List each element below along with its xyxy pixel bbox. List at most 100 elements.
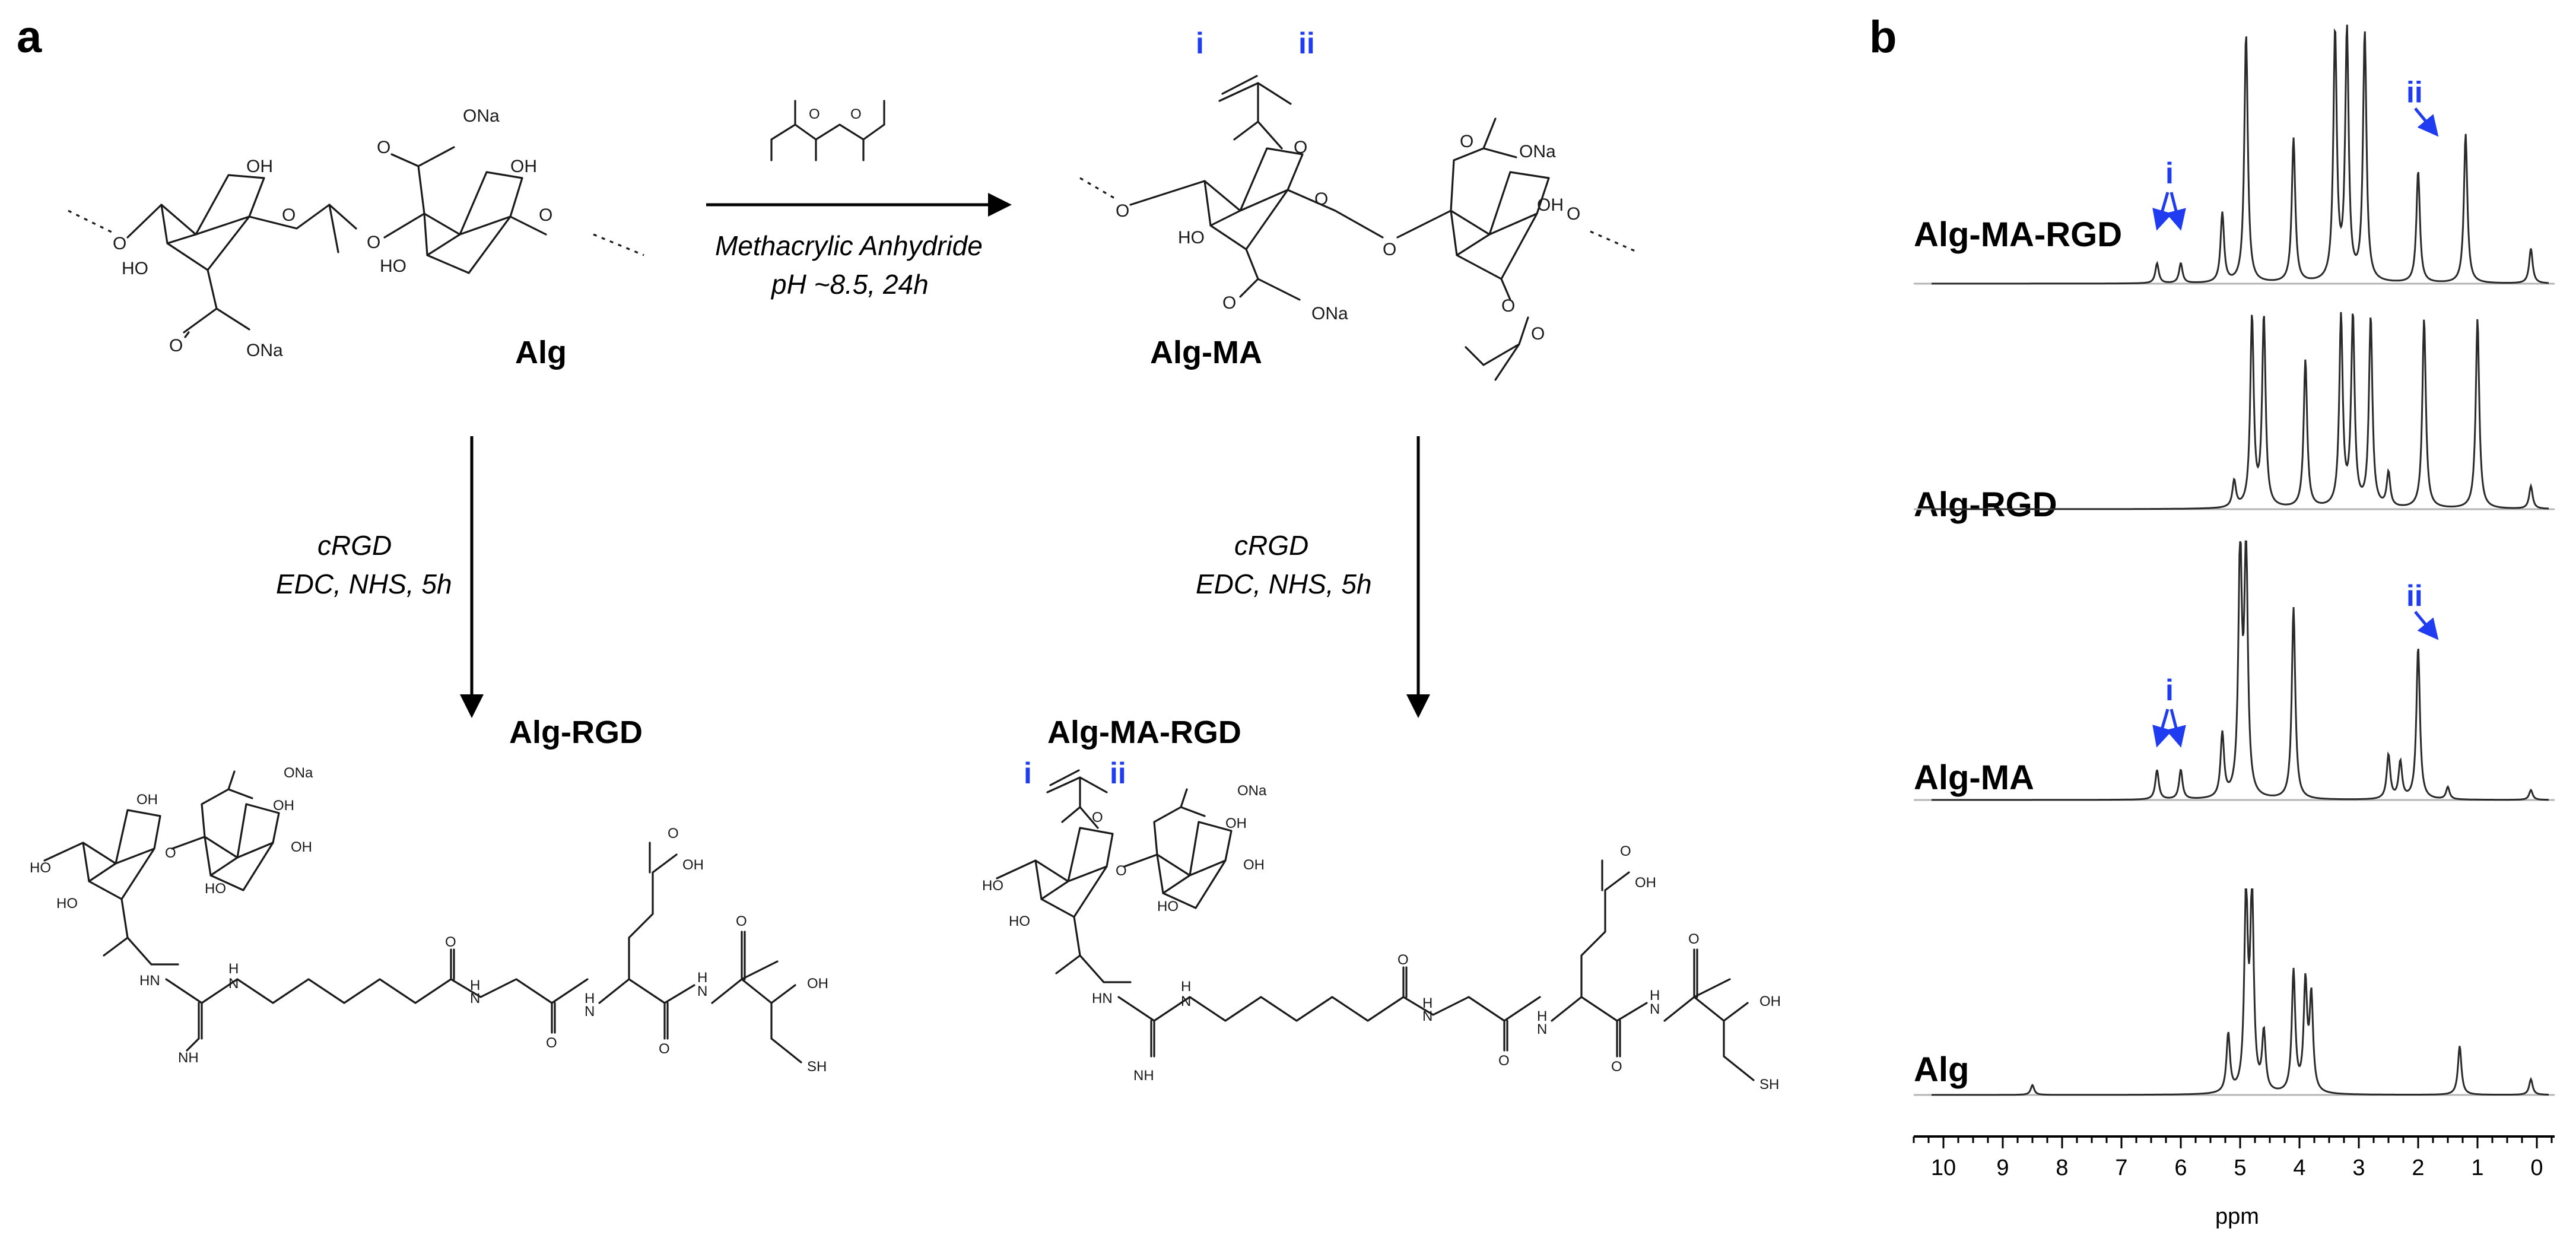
svg-text:N: N (1650, 1001, 1660, 1017)
condition-3-line-2: EDC, NHS, 5h (1196, 569, 1372, 599)
reagent-structure: O O (770, 100, 885, 161)
svg-text:OH: OH (291, 839, 312, 855)
spectrum-label: Alg (1914, 1050, 1969, 1089)
svg-text:O: O (1498, 1053, 1510, 1069)
peak-i-label-structure: i (1196, 27, 1204, 60)
svg-text:HO: HO (380, 256, 406, 276)
condition-3-line-1: cRGD (1234, 530, 1308, 561)
x-tick-label: 6 (2174, 1155, 2187, 1180)
peak-i-label-rgd-structure: i (1024, 757, 1032, 790)
svg-text:HO: HO (1009, 913, 1030, 929)
svg-text:O: O (850, 106, 862, 122)
x-tick-label: 10 (1931, 1155, 1956, 1180)
svg-text:ONa: ONa (1311, 304, 1348, 323)
svg-text:O: O (809, 106, 820, 122)
svg-text:O: O (1116, 863, 1127, 879)
compound-alg-rgd: Alg-RGD (509, 715, 643, 750)
condition-1-line-1: Methacrylic Anhydride (715, 230, 983, 261)
peak-ii-label-rgd-structure: ii (1110, 757, 1126, 790)
svg-text:OH: OH (273, 798, 294, 814)
svg-text:OH: OH (1225, 815, 1247, 831)
spectrum-line (1932, 312, 2549, 510)
compound-alg-ma: Alg-MA (1150, 335, 1262, 370)
svg-text:ONa: ONa (284, 765, 313, 781)
alg-ma-rgd-structure: i ii ONa O HO HO O OH HO OH HN NH H N O … (982, 757, 1781, 1093)
peak-ii-label: ii (2406, 579, 2423, 612)
x-tick-label: 5 (2234, 1155, 2246, 1180)
svg-text:OH: OH (1537, 195, 1564, 215)
svg-text:N: N (228, 976, 239, 992)
x-tick-label: 7 (2115, 1155, 2127, 1180)
svg-text:N: N (697, 983, 707, 999)
svg-text:OH: OH (1243, 857, 1265, 873)
panel-label-b: b (1869, 12, 1897, 62)
svg-text:HO: HO (1178, 228, 1205, 247)
svg-text:OH: OH (1635, 875, 1656, 891)
svg-text:H: H (697, 970, 707, 986)
svg-text:O: O (659, 1041, 670, 1057)
spectrum-label: Alg-MA-RGD (1914, 215, 2122, 254)
svg-text:N: N (1537, 1021, 1547, 1037)
svg-text:O: O (113, 234, 126, 253)
x-tick-label: 9 (1996, 1155, 2009, 1180)
svg-text:O: O (546, 1035, 557, 1051)
svg-text:HO: HO (1157, 899, 1179, 915)
x-tick-label: 4 (2293, 1155, 2305, 1180)
peak-ii-label-structure: ii (1298, 27, 1315, 60)
svg-text:O: O (1531, 324, 1545, 344)
x-tick-label: 2 (2412, 1155, 2424, 1180)
svg-text:O: O (1294, 138, 1307, 157)
spectrum-label: Alg-MA (1914, 758, 2034, 797)
peak-ii-arrow (2414, 611, 2439, 640)
svg-text:OH: OH (246, 157, 273, 176)
condition-2-line-2: EDC, NHS, 5h (276, 569, 452, 599)
x-axis-label: ppm (2215, 1204, 2259, 1229)
svg-text:OH: OH (1759, 993, 1781, 1009)
svg-text:O: O (367, 233, 380, 252)
svg-text:O: O (539, 205, 552, 225)
svg-text:N: N (470, 990, 480, 1007)
svg-text:OH: OH (807, 976, 828, 992)
svg-text:OH: OH (136, 792, 158, 808)
panel-label-a: a (17, 12, 42, 62)
peak-ii-arrow (2414, 107, 2439, 137)
spectrum-line (1932, 540, 2549, 801)
svg-text:H: H (1181, 979, 1191, 995)
spectrum-line (1932, 888, 2549, 1096)
condition-1-line-2: pH ~8.5, 24h (770, 269, 929, 300)
svg-text:ONa: ONa (246, 341, 283, 360)
peak-ii-label: ii (2406, 76, 2423, 109)
svg-text:O: O (1092, 809, 1103, 826)
svg-text:O: O (1116, 201, 1129, 221)
compound-alg: Alg (515, 335, 567, 370)
spectrum-label: Alg-RGD (1914, 485, 2057, 524)
spectrum-line (1932, 24, 2549, 285)
svg-text:H: H (1537, 1008, 1547, 1024)
svg-text:O: O (165, 845, 176, 861)
svg-text:ONa: ONa (463, 106, 500, 126)
svg-text:O: O (1567, 204, 1580, 224)
alg-ma-structure: i ii O O HO O ONa O O O ONa OH O O O (1079, 27, 1638, 381)
svg-text:N: N (1181, 993, 1191, 1009)
peak-i-arrow (2152, 709, 2172, 748)
svg-text:O: O (282, 205, 296, 225)
svg-text:OH: OH (682, 857, 704, 873)
x-tick-label: 8 (2056, 1155, 2068, 1180)
alg-structure: O HO OH O ONa O O O ONa OH HO O (68, 106, 644, 360)
svg-text:O: O (1620, 843, 1631, 859)
svg-text:OH: OH (510, 157, 537, 176)
svg-text:O: O (668, 826, 679, 842)
svg-text:HO: HO (205, 881, 226, 897)
svg-text:O: O (1611, 1059, 1622, 1075)
condition-2-line-1: cRGD (317, 530, 392, 561)
svg-text:O: O (1383, 240, 1396, 259)
svg-text:SH: SH (1759, 1077, 1779, 1093)
svg-text:ONa: ONa (1237, 783, 1267, 799)
svg-text:H: H (470, 977, 480, 993)
peak-i-label: i (2165, 157, 2174, 190)
svg-text:O: O (1460, 132, 1473, 151)
peak-i-arrow (2152, 192, 2172, 231)
svg-text:HN: HN (139, 973, 160, 989)
